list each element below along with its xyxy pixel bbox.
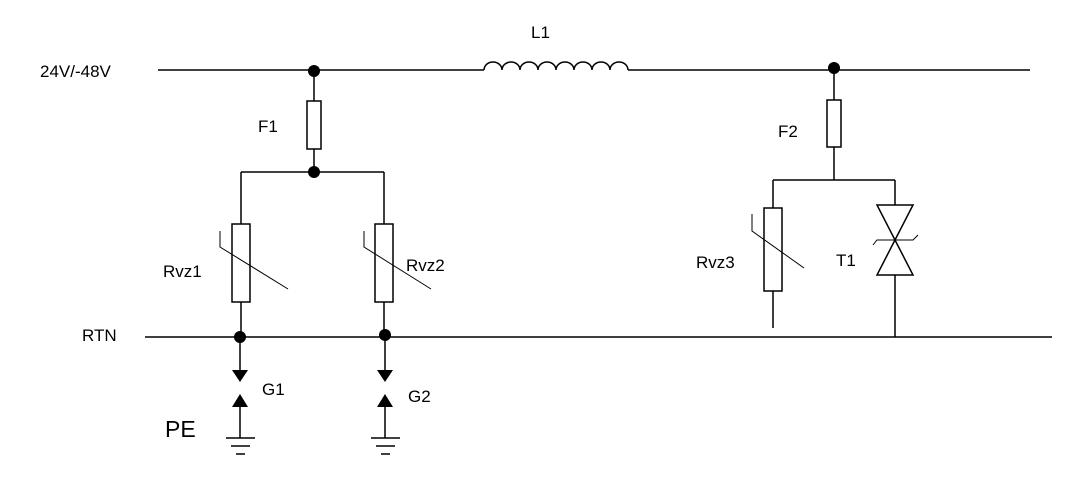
varistor-rvz2-slash <box>363 231 432 290</box>
g1-arrow-down <box>232 370 248 382</box>
label-tvs-t1: T1 <box>836 251 856 270</box>
label-fuse-f1: F1 <box>258 117 278 136</box>
tvs-t1-bar <box>872 234 919 246</box>
label-fuse-f2: F2 <box>778 122 798 141</box>
label-gdt-g2: G2 <box>408 387 431 406</box>
junction-dot-supply-f2 <box>828 62 840 74</box>
tvs-t1-lower-triangle <box>875 238 915 276</box>
label-varistor-rvz2: Rvz2 <box>406 256 445 275</box>
fuse-f1 <box>306 100 322 150</box>
label-varistor-rvz3: Rvz3 <box>696 253 735 272</box>
varistor-rvz3-slash <box>751 214 805 269</box>
label-protective-earth: PE <box>165 416 196 442</box>
varistor-rvz1 <box>231 223 251 303</box>
g1-arrow-up <box>232 394 248 407</box>
fuse-f2 <box>826 99 842 148</box>
varistor-rvz1-slash <box>219 231 289 290</box>
label-inductor-l1: L1 <box>531 23 550 42</box>
inductor-l1-symbol <box>483 61 629 71</box>
label-gdt-g1: G1 <box>262 380 285 399</box>
varistor-rvz3 <box>763 207 783 292</box>
label-varistor-rvz1: Rvz1 <box>163 262 202 281</box>
g2-arrow-down <box>377 370 393 382</box>
junction-dot-rvz2-rtn <box>379 329 391 341</box>
label-supply-voltage: 24V/-48V <box>40 62 112 81</box>
tvs-t1-upper-triangle <box>875 204 915 242</box>
label-return: RTN <box>82 326 117 345</box>
g2-arrow-up <box>377 394 393 407</box>
